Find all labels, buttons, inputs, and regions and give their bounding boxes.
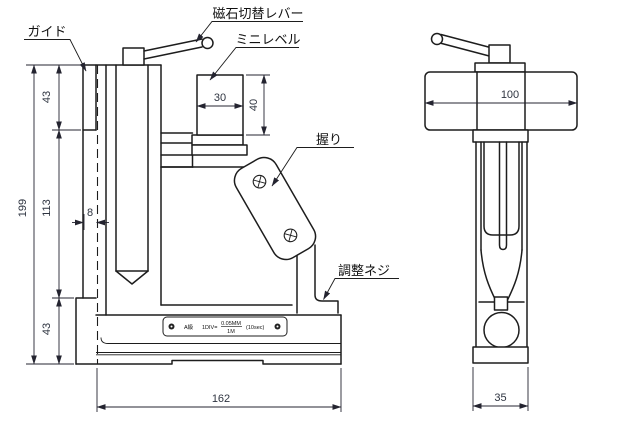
side-screw-block [493,296,509,311]
mini-level-flange-lower [191,144,248,156]
grip-screw-top-icon [252,174,267,189]
grip [233,156,317,261]
dim-113-text: 113 [41,199,53,217]
side-lever [430,32,511,64]
lever-ball [201,36,214,50]
plate-screw-left-dot [170,325,173,328]
base-inner-line-2 [96,352,341,356]
magnet-lever [143,36,214,60]
side-flange [472,129,529,143]
spec-plate: A級 1DIV= 0.05MM 1M (10sec) [162,316,288,337]
side-top-cap [474,62,526,73]
main-column [105,47,162,316]
adjust-foot [314,244,339,314]
base-bottom [75,359,342,365]
front-callouts: ガイド 磁石切替レバー ミニレベル 握り 調整ネジ [24,6,399,300]
grip-screw-bottom-icon [283,228,298,243]
side-knob-circle [483,311,520,349]
side-stem [472,141,529,364]
dim-43-bottom-text: 43 [41,323,53,335]
side-lever-mount-block [488,44,511,64]
front-dimensions: 199 43 113 43 8 162 [17,64,342,412]
side-lever-rod [437,33,497,58]
lever-rod-top [143,38,203,52]
magnet-lever-label: 磁石切替レバー [212,6,303,21]
grip-body [233,156,317,261]
dim-43-top-text: 43 [41,91,53,103]
side-lever-ball [430,32,444,46]
dim-199-text: 199 [17,199,29,217]
dim-ext-lines [26,64,81,365]
shaft-tip [115,270,149,285]
plate-div: 1DIV= [202,325,217,331]
mini-level-label: ミニレベル [235,32,300,47]
side-inner-walls [480,141,523,251]
plate-frac-den: 1M [227,329,235,335]
mini-level-box [196,74,244,136]
side-level-body [424,71,578,131]
guide-leader [24,39,87,72]
dim-40-text: 40 [248,99,260,111]
front-view: 30 40 [17,6,399,412]
side-center-rod [498,141,508,251]
lever-rod-bottom [143,46,203,60]
dim-30-text: 30 [214,92,226,104]
dim-162-text: 162 [212,393,230,405]
magnet-lever-leader [195,21,303,43]
side-slot [483,141,520,236]
base-left-lip [75,297,97,365]
adjust-screw-label: 調整ネジ [338,263,390,278]
dim-8-text: 8 [87,207,93,219]
dim-35-text: 35 [494,392,506,404]
dim-35-ext [472,367,529,411]
guide-rail [82,64,162,364]
lever-mount-block [122,47,145,66]
plate-screw-right-dot [276,325,279,328]
grip-label: 握り [316,132,342,147]
mini-level-assembly: 30 40 [160,74,270,168]
base-inner-line-1 [100,337,341,344]
base: A級 1DIV= 0.05MM 1M (10sec) [75,297,342,365]
body [160,166,339,314]
dim-100-text: 100 [501,89,519,101]
plate-suffix: (10sec) [246,325,265,331]
guide-label: ガイド [27,24,66,39]
side-outer-walls [475,141,528,348]
plate-grade: A級 [184,323,194,331]
mini-level-flange-upper [191,134,244,146]
plate-frac-num: 0.05MM [221,321,241,327]
side-body: 100 [424,62,578,143]
side-taper-curves [480,249,523,302]
side-view: 100 35 [424,32,578,411]
mini-level-leader [209,47,299,81]
side-base-foot [472,346,529,364]
adjust-screw-leader [323,278,399,300]
grip-leader [271,147,354,187]
dim-162-ext [96,368,342,412]
side-dimensions: 35 [472,367,529,411]
